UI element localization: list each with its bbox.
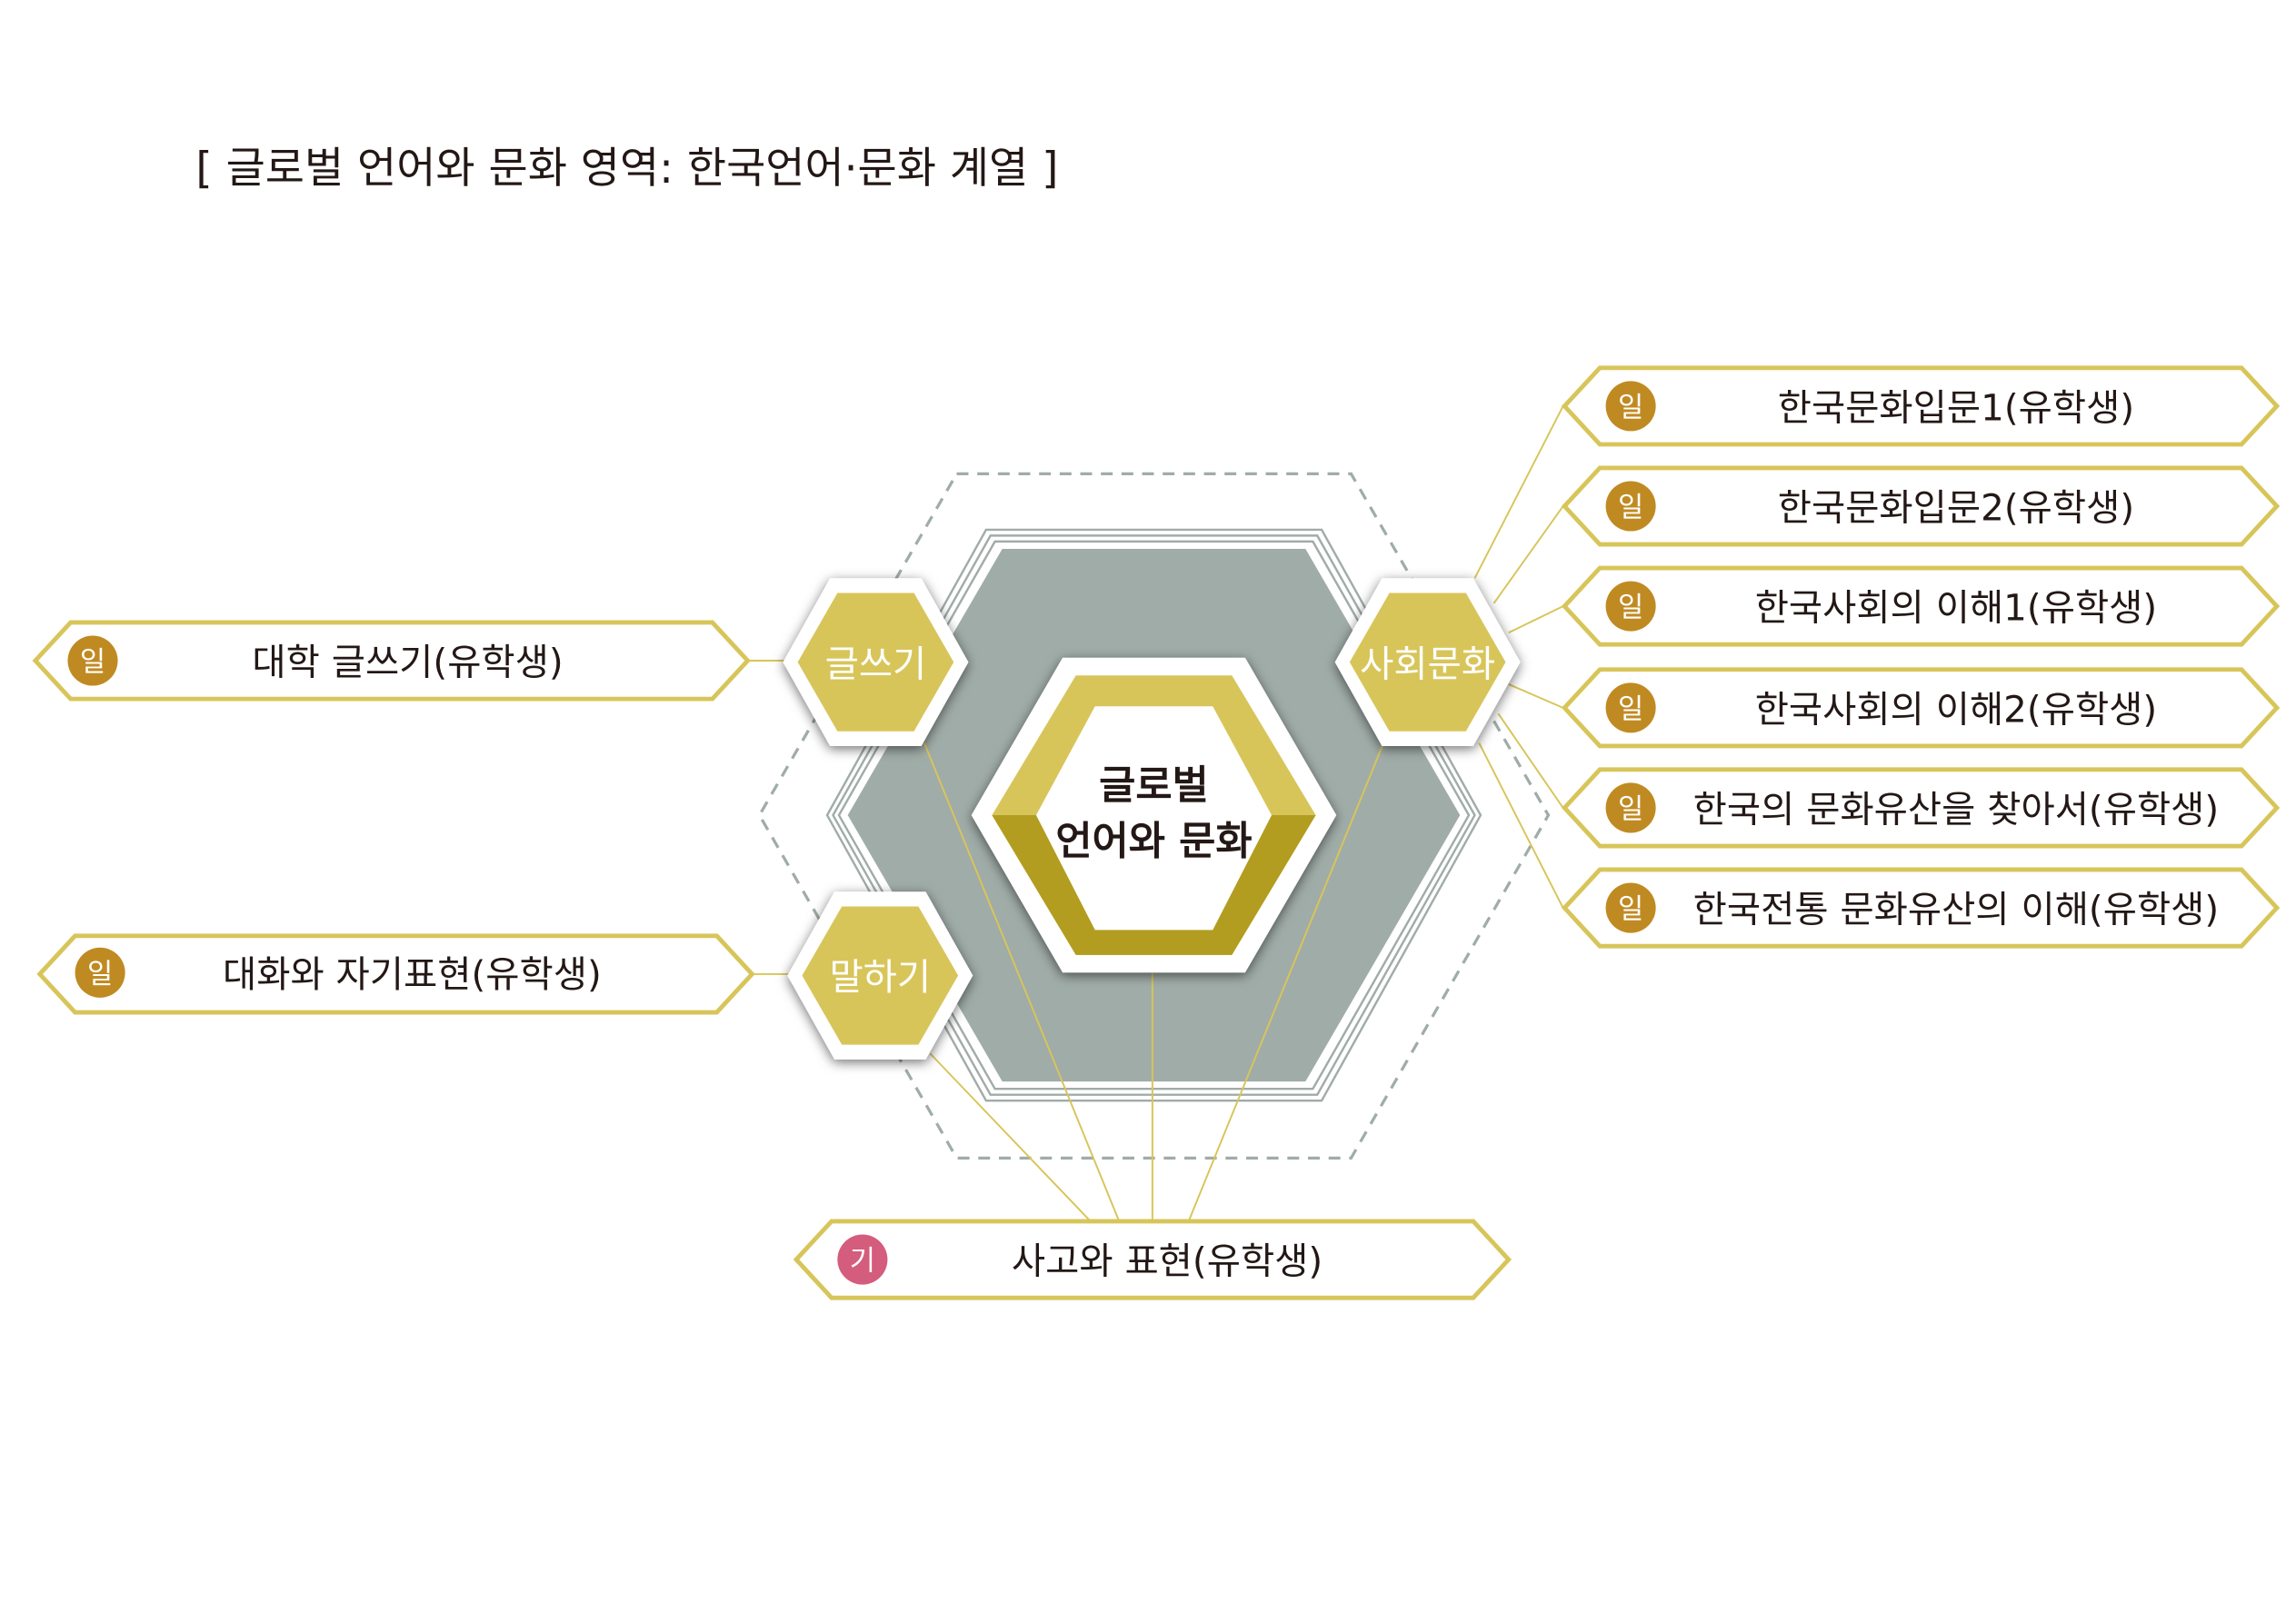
hub-writing[interactable]: 글쓰기 <box>783 578 969 746</box>
course-box[interactable]: 일 대학 글쓰기(유학생) <box>32 620 751 702</box>
course-label: 대학 글쓰기(유학생) <box>252 641 563 684</box>
hub-speaking[interactable]: 말하기 <box>787 891 973 1060</box>
course-box[interactable]: 기 사고와 표현(유학생) <box>793 1219 1512 1300</box>
course-label: 한국사회의 이해2(유학생) <box>1755 687 2158 731</box>
course-box[interactable]: 일 한국문화입문2(유학생) <box>1561 465 2281 547</box>
badge-icon <box>1605 381 1656 432</box>
course-label: 한국문화입문2(유학생) <box>1778 486 2134 530</box>
hub-speaking-label: 말하기 <box>829 955 931 999</box>
badge-label: 일 <box>1618 492 1643 524</box>
badge-icon <box>1605 581 1656 632</box>
badge-icon <box>1605 782 1656 833</box>
badge-icon <box>75 947 125 998</box>
course-label: 사고와 표현(유학생) <box>1012 1240 1323 1283</box>
hub-society-label: 사회문화 <box>1360 642 1495 685</box>
hub-society[interactable]: 사회문화 <box>1334 578 1521 746</box>
course-label: 한국문화입문1(유학생) <box>1778 386 2134 430</box>
badge-label: 일 <box>1618 893 1643 926</box>
badge-label: 일 <box>87 958 113 991</box>
badge-label: 일 <box>1618 592 1643 624</box>
page-title: [ 글로벌 언어와 문화 영역: 한국언어·문화 계열 ] <box>195 144 1058 194</box>
badge-icon <box>837 1234 888 1285</box>
outer-dashed-hexagon <box>757 472 1551 1160</box>
center-label-line1: 글로벌 <box>1099 762 1209 809</box>
center-label-line2: 언어와 문화 <box>1055 819 1252 865</box>
badge-icon <box>1605 882 1656 933</box>
badge-icon <box>1605 481 1656 532</box>
badge-label: 일 <box>1618 793 1643 826</box>
hub-writing-label: 글쓰기 <box>825 642 927 685</box>
badge-label: 일 <box>1618 392 1643 424</box>
connector-lines <box>747 405 1564 1221</box>
course-box[interactable]: 일 한국의 문화유산을 찾아서(유학생) <box>1561 767 2281 849</box>
course-label: 한국전통 문화유산의 이해(유학생) <box>1693 888 2220 931</box>
course-label: 한국의 문화유산을 찾아서(유학생) <box>1693 788 2220 831</box>
badge-icon <box>67 635 118 686</box>
course-box[interactable]: 일 대화와 자기표현(유학생) <box>36 933 755 1015</box>
badge-icon <box>1605 682 1656 733</box>
course-label: 한국사회의 이해1(유학생) <box>1755 586 2158 630</box>
course-box[interactable]: 일 한국전통 문화유산의 이해(유학생) <box>1561 867 2281 949</box>
badge-label: 기 <box>850 1245 875 1278</box>
course-box[interactable]: 일 한국사회의 이해2(유학생) <box>1561 667 2281 749</box>
course-box[interactable]: 일 한국문화입문1(유학생) <box>1561 365 2281 447</box>
badge-label: 일 <box>80 646 105 679</box>
course-label: 대화와 자기표현(유학생) <box>223 952 602 996</box>
course-box[interactable]: 일 한국사회의 이해1(유학생) <box>1561 565 2281 647</box>
badge-label: 일 <box>1618 692 1643 725</box>
center-hexagon: 글로벌 언어와 문화 <box>971 657 1337 973</box>
